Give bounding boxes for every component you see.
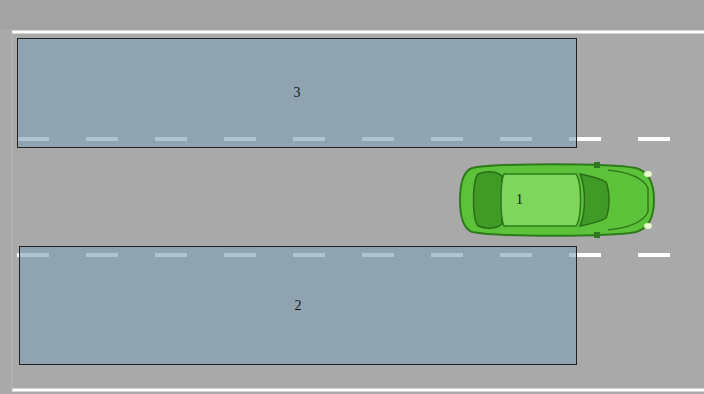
lane-zone: 2 [19, 246, 577, 365]
lane-zone: 3 [17, 38, 577, 148]
callout-number: 3 [294, 86, 301, 100]
callout-number: 2 [295, 299, 302, 313]
vehicle-shape: 1 [458, 162, 655, 238]
car-illustration [458, 162, 655, 238]
callout-number: 1 [516, 193, 523, 207]
